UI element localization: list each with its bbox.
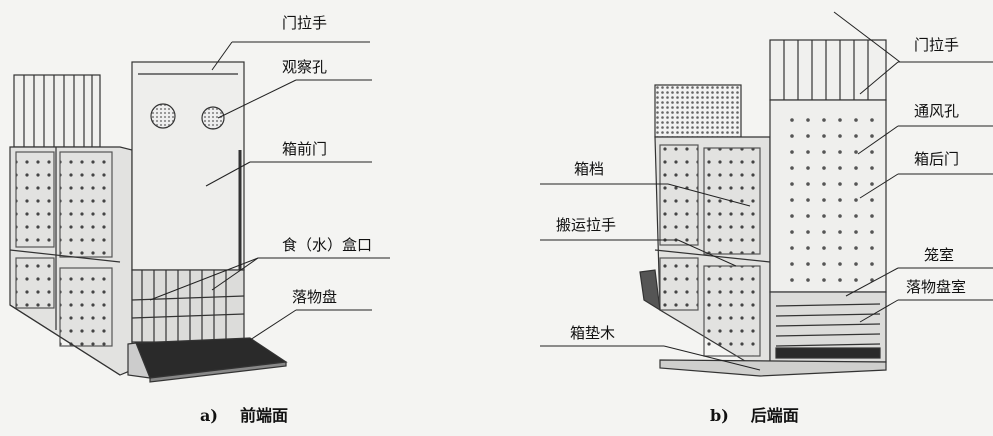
- leader-cage-room-tick: [845, 267, 899, 297]
- label-vent-hole: 通风孔: [914, 102, 960, 120]
- leader-drop-tray-room-tick: [859, 299, 899, 323]
- leaders-a: [149, 41, 390, 341]
- leader-observation-hole-tick: [217, 79, 297, 119]
- top-mesh-b: [654, 84, 742, 138]
- side-panel-a: [9, 146, 133, 376]
- label-cage-room: 笼室: [924, 246, 955, 264]
- caption-b-letter: b): [710, 406, 729, 425]
- label-observation-hole: 观察孔: [282, 58, 328, 76]
- leader-food-opening-tick1: [149, 257, 259, 301]
- leaders-b: [540, 11, 993, 371]
- cage-front-view: [9, 61, 288, 383]
- front-door: [131, 61, 245, 340]
- top-bars-b: [769, 39, 887, 101]
- rear-door: [769, 99, 887, 293]
- label-crossbar: 箱档: [574, 160, 605, 178]
- label-door-handle-a: 门拉手: [282, 14, 328, 32]
- drop-tray-a: [127, 337, 288, 383]
- caption-b-text: 后端面: [750, 406, 799, 425]
- label-drop-tray-room: 落物盘室: [906, 278, 967, 296]
- lower-bars-a: [131, 269, 245, 343]
- leader-vent-hole-tick: [857, 125, 899, 155]
- leader-door-handle-b-tick: [859, 61, 899, 95]
- leader-front-door-tick: [205, 161, 251, 187]
- leader-drop-tray-tick: [249, 309, 297, 341]
- label-rear-door: 箱后门: [914, 150, 960, 168]
- caption-a-letter: a): [200, 406, 218, 425]
- side-panel-b: [639, 136, 771, 371]
- leader-base-wood-tick: [663, 345, 761, 371]
- leader-door-handle-b-top: [833, 11, 901, 63]
- top-bars-a: [13, 74, 101, 148]
- label-front-door: 箱前门: [282, 140, 328, 158]
- drop-tray-room-b: [769, 291, 887, 363]
- label-food-water-opening: 食（水）盒口: [282, 236, 373, 254]
- leader-crossbar-tick: [667, 183, 751, 207]
- label-drop-tray: 落物盘: [292, 288, 338, 306]
- leader-carry-handle-tick: [677, 239, 737, 267]
- label-base-wood: 箱垫木: [570, 324, 616, 342]
- caption-a-text: 前端面: [239, 406, 288, 425]
- label-carry-handle: 搬运拉手: [556, 216, 617, 234]
- leader-food-opening-tick2: [211, 257, 259, 291]
- label-door-handle-b: 门拉手: [914, 36, 960, 54]
- caption-a: a) 前端面: [200, 402, 288, 426]
- leader-rear-door-tick: [859, 173, 899, 199]
- cage-rear-view: [639, 39, 887, 377]
- leader-door-handle-a-tick: [211, 41, 233, 71]
- caption-b: b) 后端面: [710, 402, 799, 426]
